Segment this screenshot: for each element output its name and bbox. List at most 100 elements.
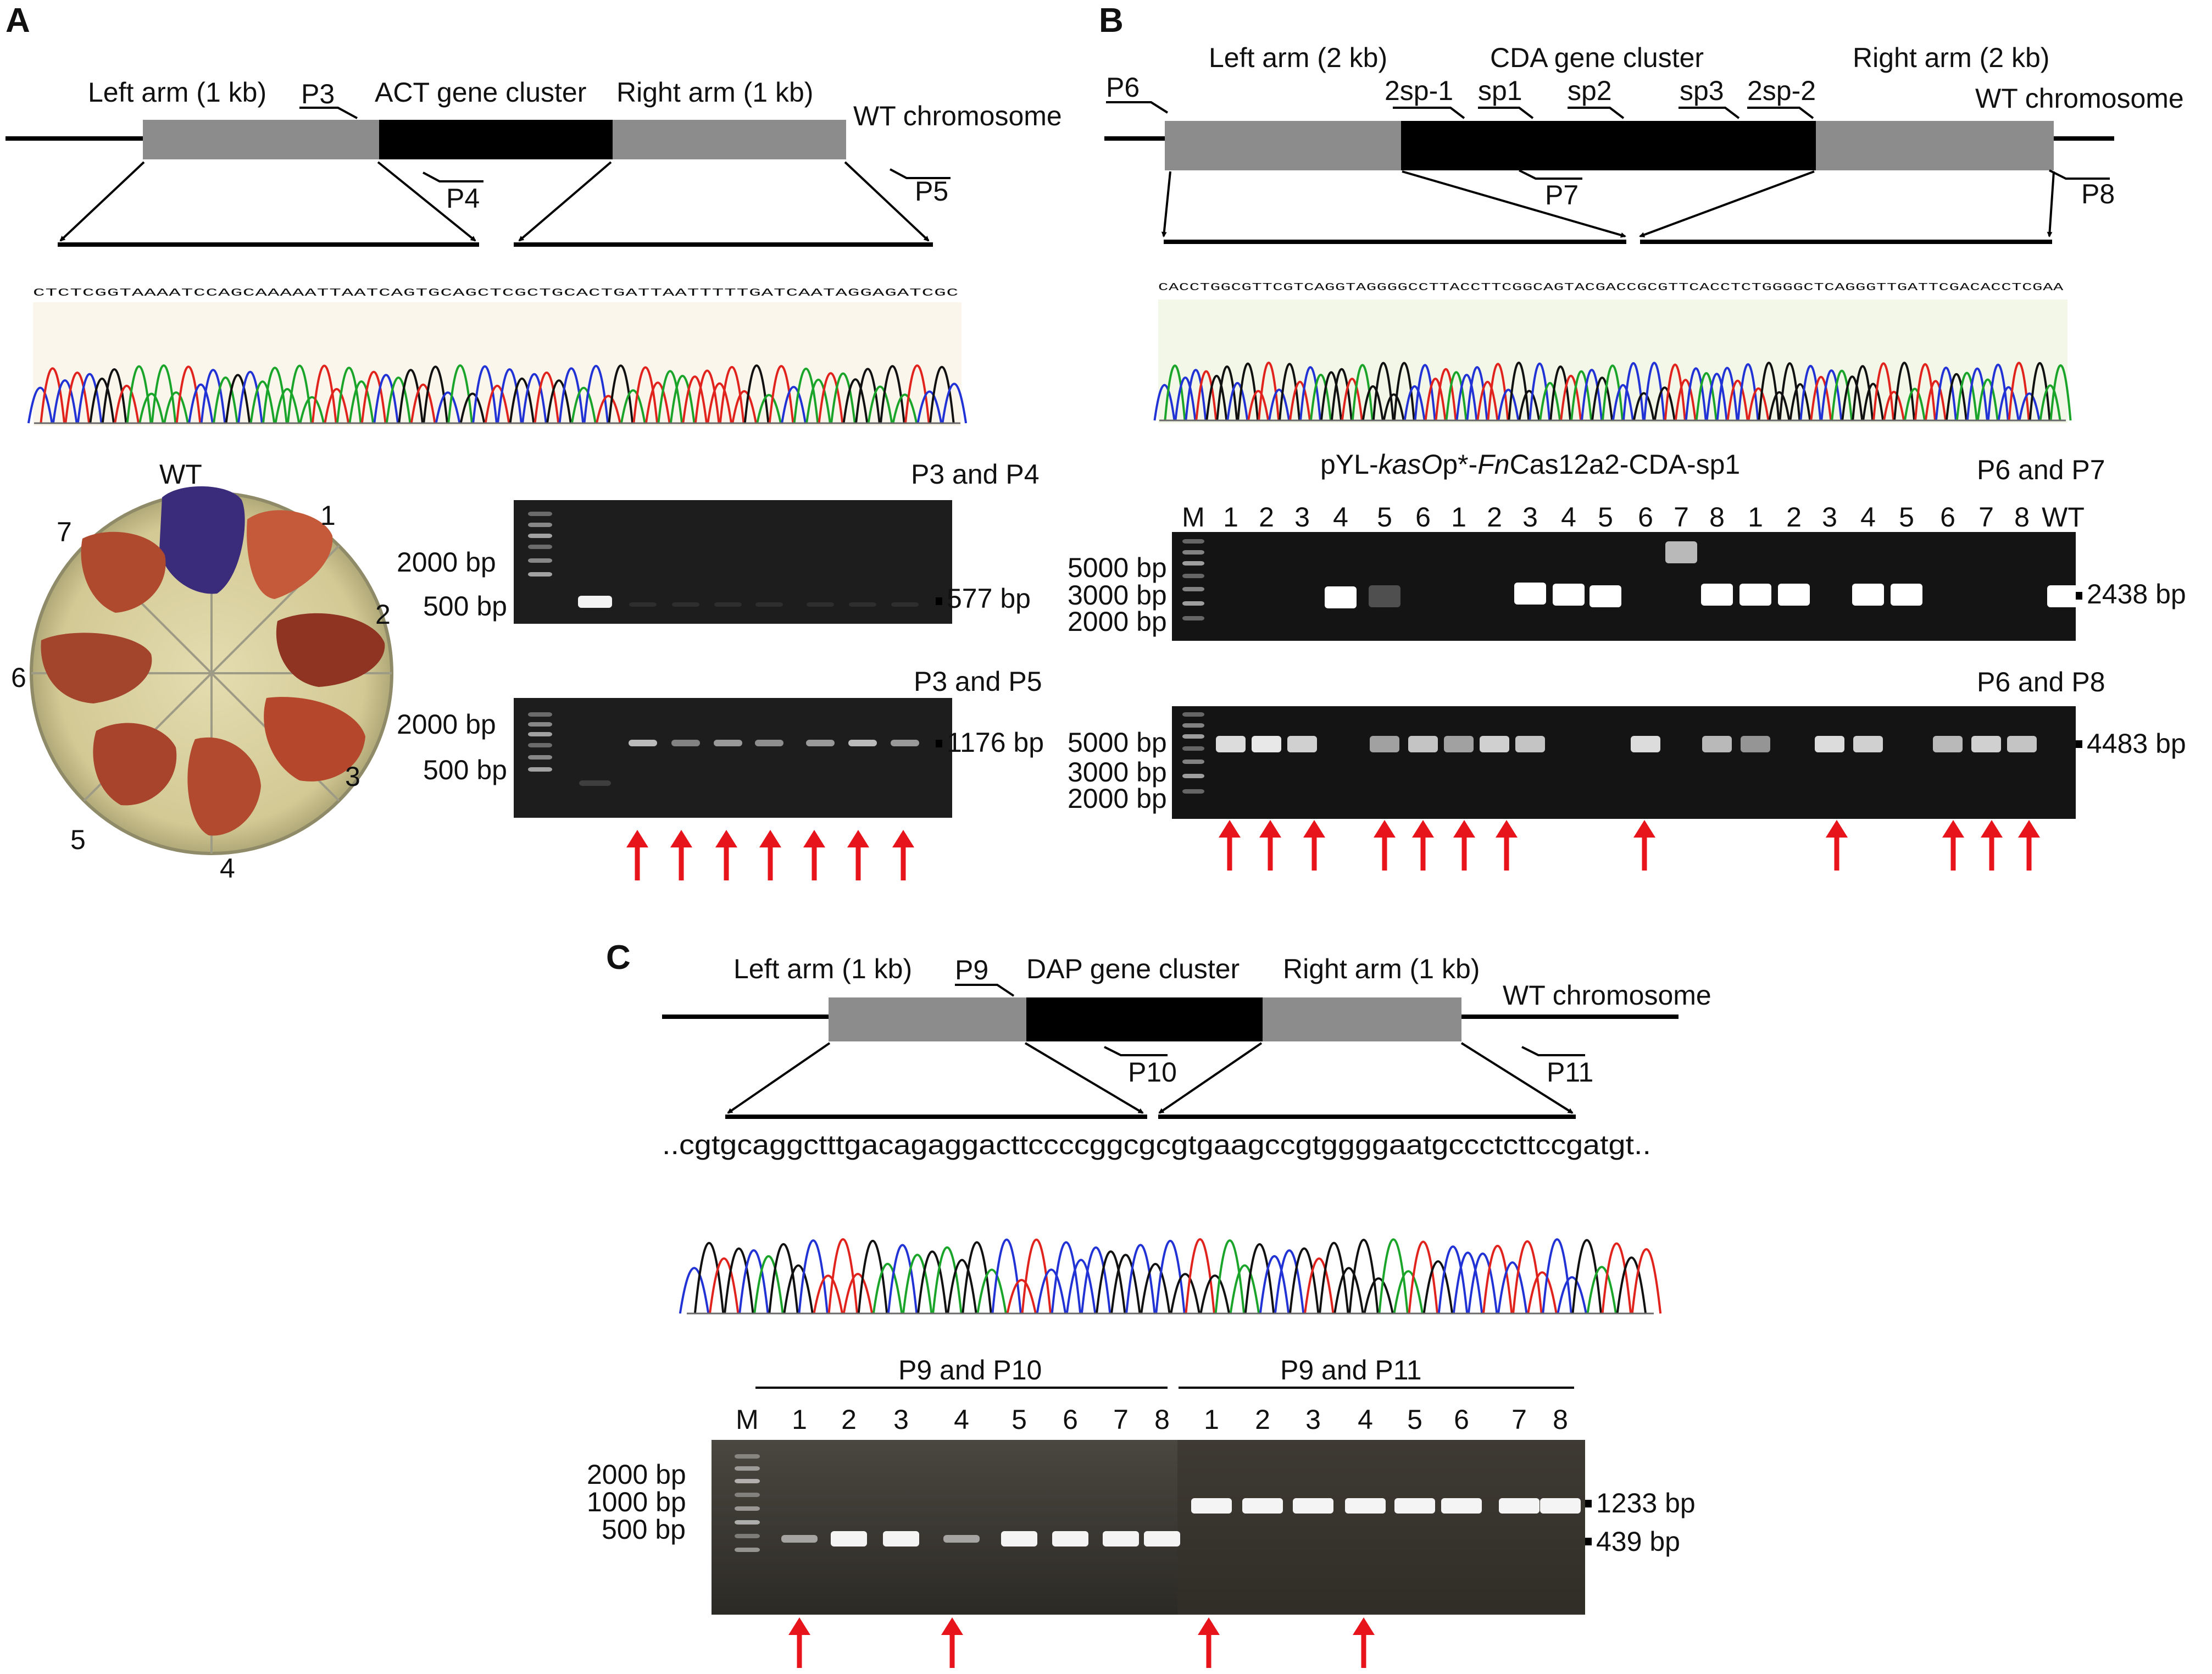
gel-band [849,602,876,607]
chromatogram-peak [1247,390,1270,421]
chromatogram-peak [1437,1245,1469,1314]
gel-band [1144,1531,1180,1546]
chromatogram-peak [793,368,819,424]
chromatogram-peak [188,384,214,424]
chromatogram-peak [1466,366,1488,421]
lane-label: 4 [1358,1404,1373,1435]
gel-band [1182,712,1204,717]
panel-c-chromosome-label: WT chromosome [1503,980,1711,1011]
chromatogram-peak [1095,1250,1126,1314]
chromatogram-peak [1051,1241,1082,1314]
chromatogram-peak [738,1249,769,1314]
chromatogram-peak [237,370,263,424]
gel-band [2007,736,2037,752]
gel-band [714,740,742,746]
panel-c-group1-label: P9 and P10 [898,1355,1042,1385]
panel-a-gel2-marker-500: 500 bp [423,755,507,785]
chromatogram-peak [1080,1246,1111,1314]
panel-a: A Left arm (1 kb) ACT gene cluster Right… [5,2,1062,884]
gel-band [1394,1498,1435,1514]
chromatogram-peak [892,393,918,424]
panel-c-arrow-1 [727,1042,831,1114]
panel-c-left-arm-label: Left arm (1 kb) [733,954,912,984]
panel-a-chromatogram-bg [33,302,962,426]
panel-a-gel1-bands [528,512,919,608]
panel-b-gel2-marker-5000: 5000 bp [1068,727,1167,758]
chromatogram-peak [1966,367,1988,421]
chromatogram-peak [1378,1238,1409,1314]
gel-band [528,722,552,727]
chromatogram-peak [644,381,671,424]
chromatogram-peak [1549,365,1572,421]
panel-c-primer-p11: P11 [1547,1057,1593,1088]
chromatogram-peak [1643,362,1665,421]
chromatogram-peak [1199,1274,1230,1314]
chromatogram-peak [947,1259,977,1314]
chromatogram-peak [1185,1238,1215,1314]
lane-label: 4 [1333,502,1348,533]
panel-a-colony-1 [247,510,333,599]
chromatogram-peak [932,1246,963,1314]
chromatogram-peak [902,1254,933,1314]
panel-b: B Left arm (2 kb) CDA gene cluster Right… [1068,2,2186,871]
chromatogram-peak [324,387,350,424]
lane-label: 2 [1255,1404,1270,1435]
chromatogram-peak [1422,1260,1454,1314]
chromatogram-peak [274,388,301,424]
gel-band [1191,1498,1232,1514]
chromatogram-peak [1852,365,1874,421]
chromatogram-peak [768,365,794,424]
panel-b-left-arm [1165,121,1401,170]
gel-band [735,1506,760,1511]
chromatogram-peak [1747,387,1770,421]
panel-a-arrow-3 [518,161,612,242]
chromatogram-peak [1497,389,1520,421]
panel-a-left-arm-label: Left arm (1 kb) [88,77,266,108]
chromatogram-peak [2018,392,2041,421]
chromatogram-peak [827,1238,859,1314]
chromatogram-peak [798,1239,829,1314]
chromatogram-peak [1288,1248,1320,1314]
panel-a-primer-p3: P3 [301,79,335,109]
chromatogram-peak [571,386,597,424]
panel-a-colony-3 [264,697,365,781]
chromatogram-peak [1036,1268,1067,1314]
gel-band [1665,541,1697,563]
gel-band [1853,736,1883,752]
panel-b-spacer-marks [1393,107,1814,119]
panel-a-arrow-1 [59,161,145,242]
panel-c-arrow-2 [1024,1042,1144,1114]
chromatogram-peak [64,372,91,424]
lane-label: M [1182,502,1205,533]
lane-label: 7 [1113,1404,1129,1435]
panel-b-primer-p7-mark [1519,169,1582,180]
gel-band [528,767,552,772]
chromatogram-peak [1065,1259,1097,1314]
lane-label: 6 [1454,1404,1469,1435]
panel-c-band-size-1233: 1233 bp [1596,1488,1696,1518]
panel-c-marker-1000: 1000 bp [587,1487,686,1517]
chromatogram-peak [1289,381,1311,421]
red-arrow [788,1617,810,1668]
chromatogram-peak [872,1263,903,1314]
chromatogram-peak [596,395,621,424]
panel-a-cluster-box [379,120,613,159]
chromatogram-peak [1779,362,1801,421]
lane-label: 7 [1978,502,1994,533]
panel-b-primer-p8: P8 [2081,179,2115,209]
chromatogram-peak [1570,370,1593,421]
gel-band [1182,760,1204,764]
chromatogram-peak [1601,364,1624,421]
lane-label: 7 [1511,1404,1527,1435]
chromatogram-peak [1214,1239,1246,1314]
panel-a-gel2-bands [528,712,919,786]
chromatogram-peak [558,367,585,424]
chromatogram-peak [348,380,375,424]
chromatogram-peak [1487,363,1509,421]
chromatogram-peak [941,383,968,424]
chromatogram-peak [842,378,869,424]
panel-b-letter: B [1099,2,1124,40]
panel-b-gel2-band-size: 4483 bp [2087,728,2186,759]
